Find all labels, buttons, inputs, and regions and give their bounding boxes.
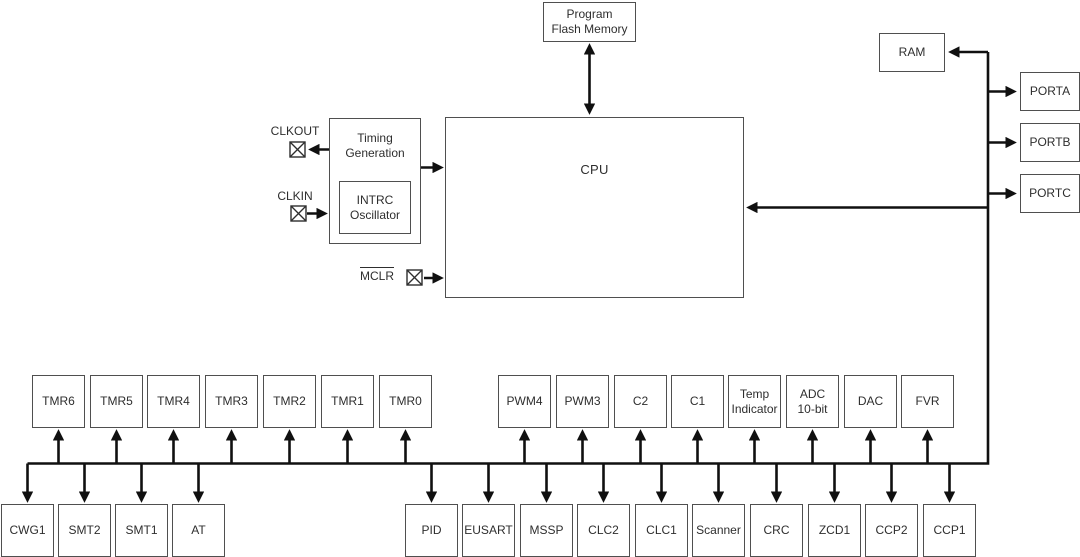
block-tmr0: TMR0 [379,375,432,428]
mclr-label: MCLR [359,267,394,283]
clkin-pin-icon [290,205,307,222]
block-smt2: SMT2 [58,504,111,557]
block-portb: PORTB [1020,123,1080,162]
block-tmr6: TMR6 [32,375,85,428]
block-mssp: MSSP [520,504,573,557]
block-adc-10-bit: ADC 10-bit [786,375,839,428]
block-crc: CRC [750,504,803,557]
block-temp-indicator: Temp Indicator [728,375,781,428]
block-portc: PORTC [1020,174,1080,213]
clkout-pin-icon [289,141,306,158]
block-scanner: Scanner [692,504,745,557]
block-eusart: EUSART [462,504,515,557]
block-tmr4: TMR4 [147,375,200,428]
bus-down-arrows [21,463,956,503]
block-ccp1: CCP1 [923,504,976,557]
block-zcd1: ZCD1 [808,504,861,557]
block-at: AT [172,504,225,557]
block-program-flash-memory: Program Flash Memory [543,2,636,42]
block-cpu: CPU [445,117,744,298]
block-ram: RAM [879,33,945,72]
block-clc2: CLC2 [577,504,630,557]
block-c1: C1 [671,375,724,428]
block-fvr: FVR [901,375,954,428]
block-intrc-oscillator: INTRC Oscillator [339,181,411,234]
block-smt1: SMT1 [115,504,168,557]
clkout-label: CLKOUT [270,124,320,138]
block-porta: PORTA [1020,72,1080,111]
bus-up-arrows [52,429,934,464]
block-cwg1: CWG1 [1,504,54,557]
block-tmr3: TMR3 [205,375,258,428]
block-ccp2: CCP2 [865,504,918,557]
block-tmr5: TMR5 [90,375,143,428]
block-clc1: CLC1 [635,504,688,557]
clkin-label: CLKIN [277,189,313,203]
mclr-pin-icon [406,269,423,286]
block-pwm4: PWM4 [498,375,551,428]
block-dac: DAC [844,375,897,428]
block-c2: C2 [614,375,667,428]
block-pwm3: PWM3 [556,375,609,428]
block-tmr1: TMR1 [321,375,374,428]
block-tmr2: TMR2 [263,375,316,428]
block-pid: PID [405,504,458,557]
